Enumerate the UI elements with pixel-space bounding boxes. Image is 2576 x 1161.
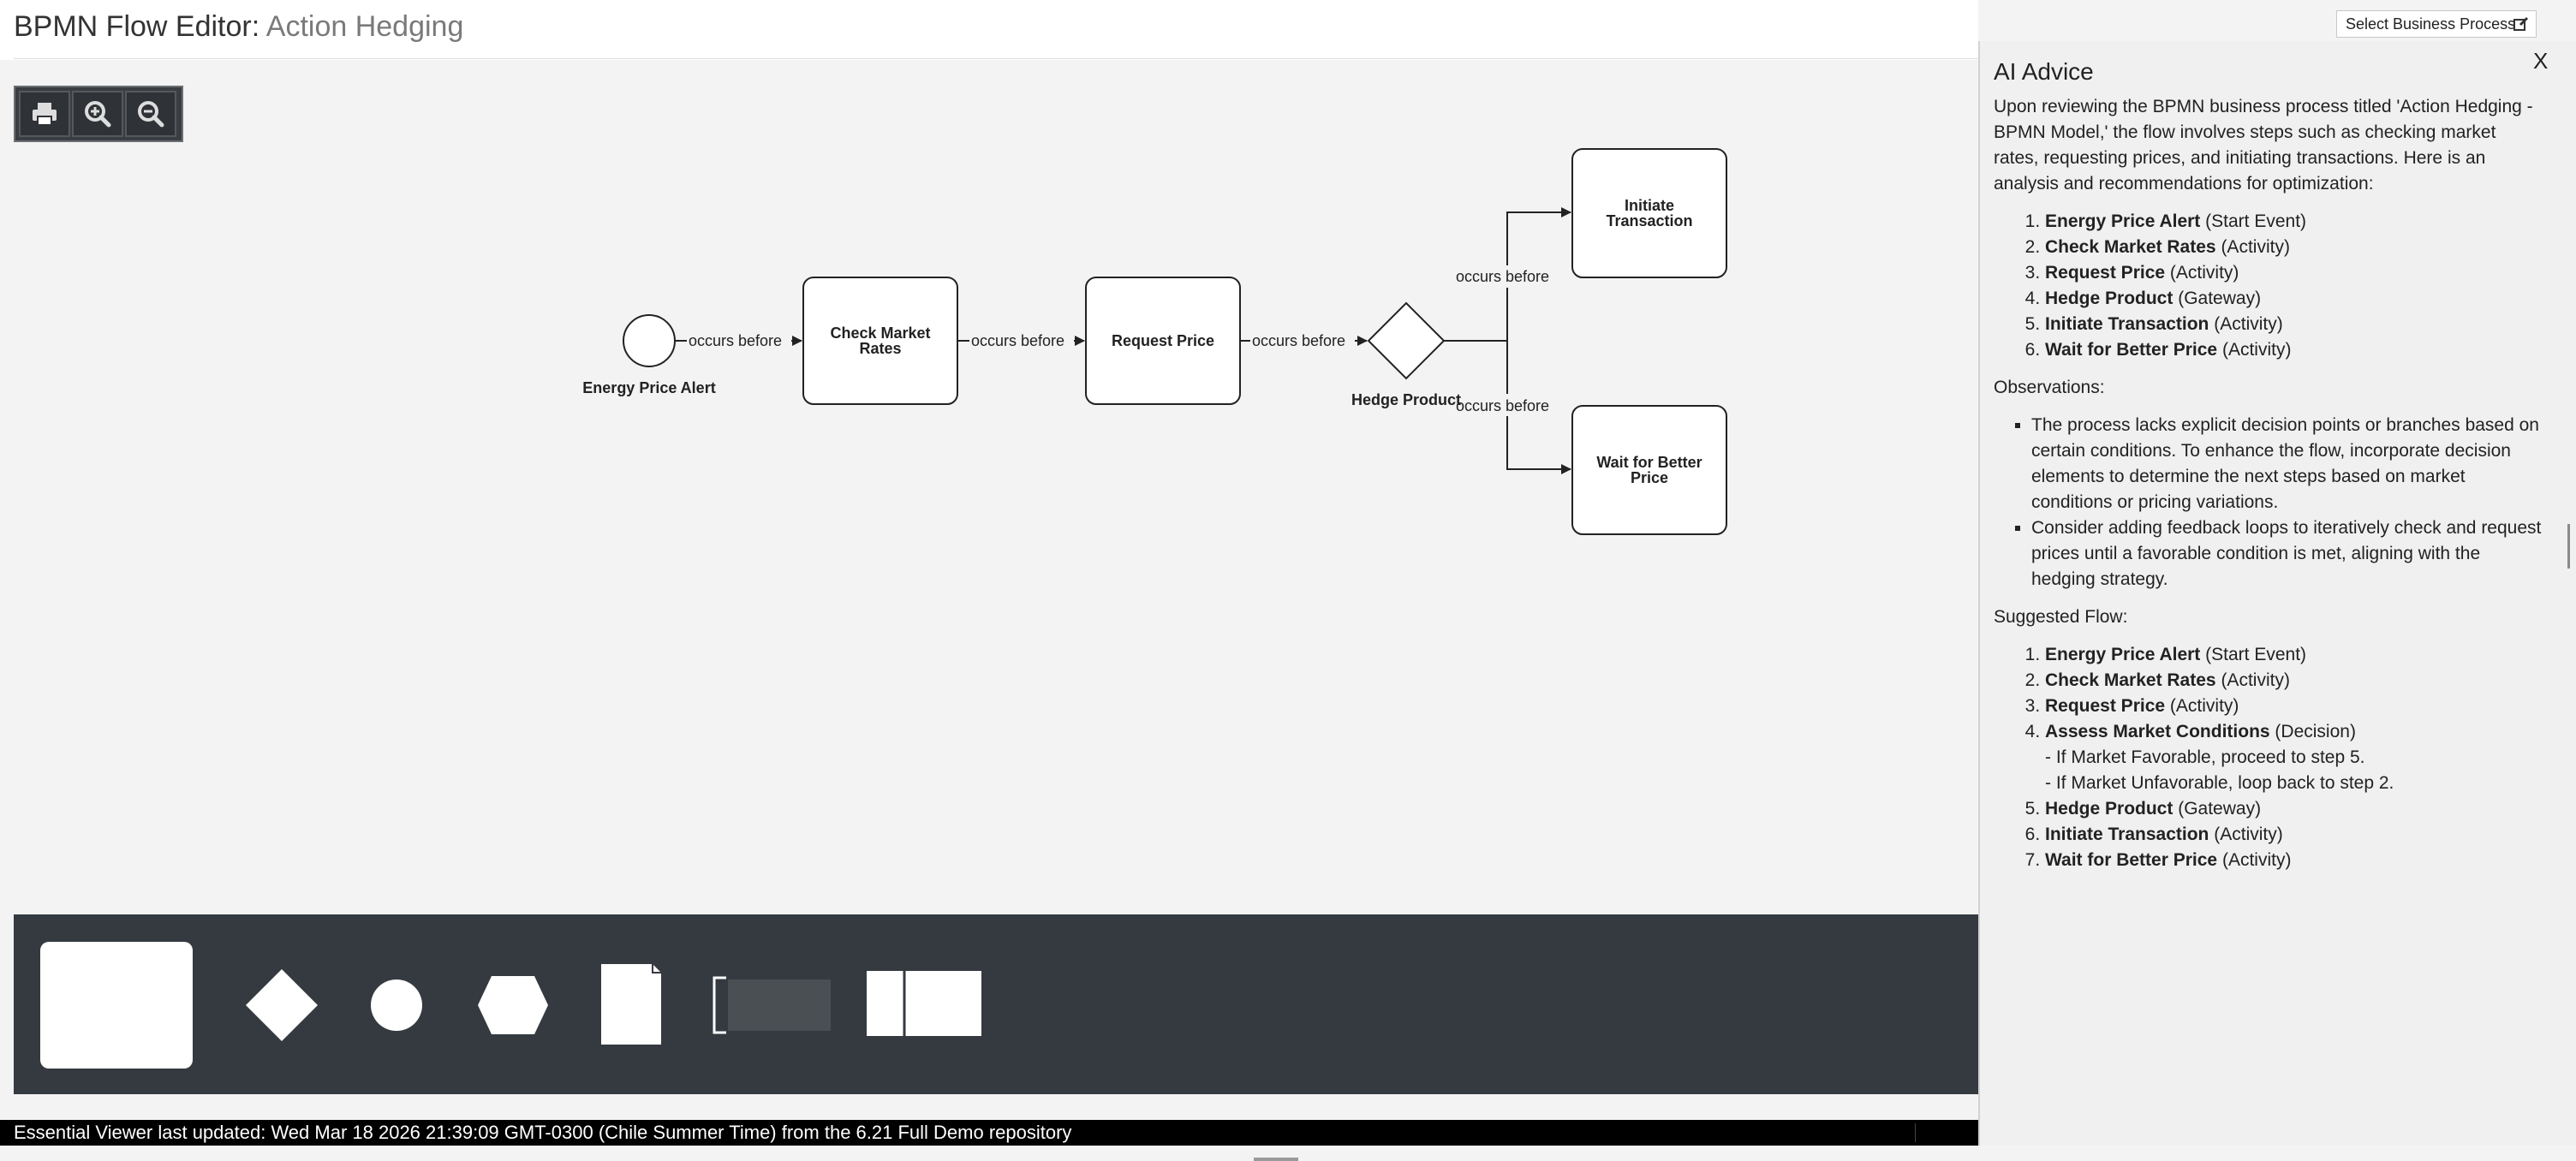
page-title: BPMN Flow Editor: Action Hedging [14, 10, 463, 44]
task-wait-label: Wait for Better Price [1596, 454, 1702, 486]
edge-gateway-wait [1506, 341, 1571, 474]
list-item: Initiate Transaction (Activity) [2045, 822, 2542, 848]
steps-list: Energy Price Alert (Start Event) Check M… [1994, 209, 2542, 363]
start-event-label: Energy Price Alert [582, 379, 715, 396]
edge-label: occurs before [689, 332, 782, 349]
footer-divider [1915, 1123, 1916, 1142]
edge-label: occurs before [1252, 332, 1345, 349]
list-item: Assess Market Conditions (Decision) - If… [2045, 719, 2542, 796]
palette-conditional-shape[interactable] [478, 976, 548, 1034]
list-item: Request Price (Activity) [2045, 260, 2542, 286]
task-check-market-rates[interactable] [802, 277, 958, 405]
palette-annotation-shape[interactable] [713, 976, 726, 1034]
zoom-out-icon [138, 101, 164, 128]
palette-event-shape[interactable] [371, 979, 422, 1031]
start-event[interactable] [623, 314, 676, 367]
ai-advice-panel: AI Advice Upon reviewing the BPMN busine… [1978, 41, 2576, 1146]
gateway-label: Hedge Product [1351, 391, 1461, 408]
task-wait-for-better-price[interactable] [1571, 405, 1727, 535]
list-item: Energy Price Alert (Start Event) [2045, 209, 2542, 235]
list-item: Check Market Rates (Activity) [2045, 235, 2542, 260]
edge-label: occurs before [1456, 268, 1549, 285]
header-divider [14, 58, 1978, 59]
task-check-label: Check Market Rates [830, 324, 931, 357]
suggested-note: - If Market Favorable, proceed to step 5… [2045, 747, 2365, 767]
list-item: Request Price (Activity) [2045, 694, 2542, 719]
bpmn-diagram: occurs before occurs before occurs befor… [582, 148, 1727, 535]
observations-list: The process lacks explicit decision poin… [1994, 413, 2542, 592]
gateway-hedge-product[interactable] [1367, 301, 1446, 380]
advice-intro: Upon reviewing the BPMN business process… [1994, 97, 2533, 194]
select-business-process-button[interactable]: Select Business Process [2336, 10, 2537, 38]
edge-label: occurs before [1456, 397, 1549, 414]
diagram-toolbar [14, 86, 183, 142]
palette-shapes [40, 942, 981, 1069]
close-panel-button[interactable]: X [2533, 48, 2549, 74]
palette-data-object-shape[interactable] [601, 964, 661, 1045]
task-request-label: Request Price [1111, 332, 1215, 349]
suggested-list: Energy Price Alert (Start Event) Check M… [1994, 642, 2542, 873]
panel-scrollbar[interactable] [2567, 524, 2570, 569]
observations-heading: Observations: [1994, 378, 2105, 397]
page-title-process: Action Hedging [265, 10, 464, 43]
advice-content: Upon reviewing the BPMN business process… [1994, 94, 2542, 885]
footer-text: Essential Viewer last updated: Wed Mar 1… [14, 1122, 1072, 1143]
list-item: Initiate Transaction (Activity) [2045, 312, 2542, 337]
list-item: Consider adding feedback loops to iterat… [2031, 515, 2542, 592]
list-item: Hedge Product (Gateway) [2045, 796, 2542, 822]
list-item: The process lacks explicit decision poin… [2031, 413, 2542, 515]
suggested-heading: Suggested Flow: [1994, 607, 2128, 627]
task-initiate-transaction[interactable] [1571, 148, 1727, 278]
print-icon [33, 103, 57, 126]
panel-title: AI Advice [1994, 58, 2094, 85]
task-initiate-label: Initiate Transaction [1606, 197, 1693, 229]
status-footer: Essential Viewer last updated: Wed Mar 1… [0, 1120, 1978, 1146]
page-header: BPMN Flow Editor: Action Hedging [0, 0, 1978, 60]
palette-task-shape[interactable] [40, 942, 193, 1069]
zoom-out-button[interactable] [125, 91, 176, 137]
suggested-note: - If Market Unfavorable, loop back to st… [2045, 773, 2394, 793]
task-request-price[interactable] [1085, 277, 1241, 405]
list-item: Wait for Better Price (Activity) [2045, 848, 2542, 873]
select-business-process-label: Select Business Process [2346, 15, 2516, 33]
zoom-in-icon [85, 101, 111, 128]
list-item: Wait for Better Price (Activity) [2045, 337, 2542, 363]
palette-pool-shape[interactable] [867, 971, 981, 1036]
shape-palette [14, 914, 1978, 1094]
palette-gateway-shape[interactable] [246, 969, 318, 1041]
edit-icon [2513, 16, 2529, 31]
list-item: Energy Price Alert (Start Event) [2045, 642, 2542, 668]
list-item: Hedge Product (Gateway) [2045, 286, 2542, 312]
list-item: Check Market Rates (Activity) [2045, 668, 2542, 694]
zoom-in-button[interactable] [72, 91, 123, 137]
print-button[interactable] [19, 91, 70, 137]
edge-label: occurs before [971, 332, 1064, 349]
page-title-main: BPMN Flow Editor: [14, 10, 260, 43]
resize-handle[interactable] [1254, 1158, 1298, 1161]
